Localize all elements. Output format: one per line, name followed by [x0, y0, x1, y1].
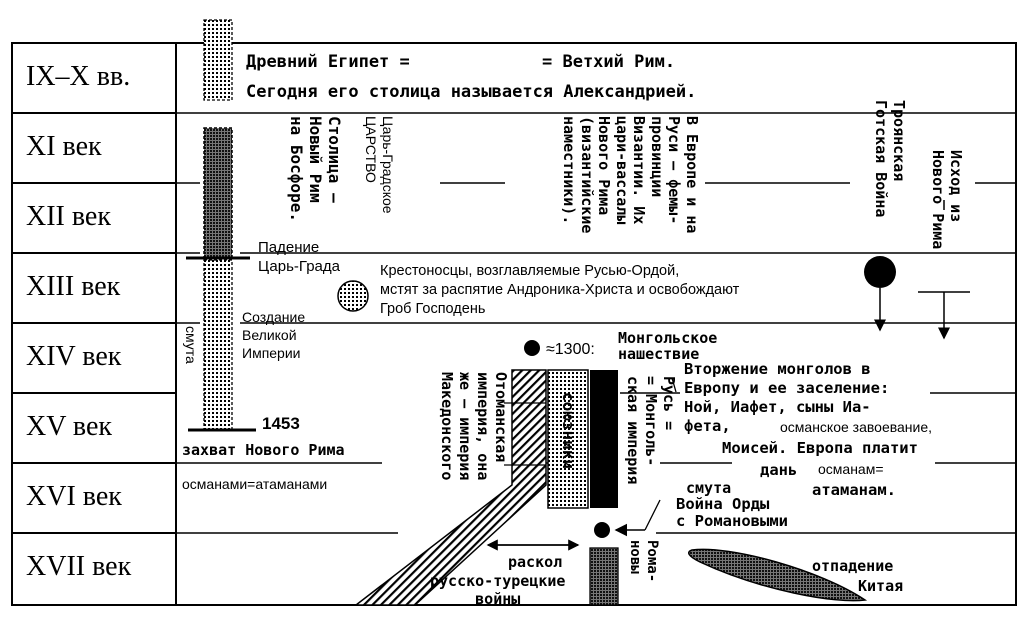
century-14: XIV век [26, 341, 122, 372]
schism-label: раскол [508, 553, 563, 571]
timeline-grid [11, 42, 1017, 606]
capture-label: захват Нового Рима [182, 441, 345, 459]
invasion-tribute-label: дань [760, 461, 798, 479]
ottomans-eq-label: османами=атаманами [182, 476, 328, 492]
ottoman-empire-band [353, 369, 547, 606]
invasion-label: Вторжение монголов в Европу и ее заселен… [684, 360, 890, 435]
century-12: XII век [26, 201, 111, 232]
century-9-10: IX–X вв. [26, 61, 131, 92]
exodus-label: Исход из Нового Рима [929, 150, 965, 250]
egypt-left-label: Древний Египет = [246, 52, 410, 72]
alexandria-label: Сегодня его столица называется Александр… [246, 82, 697, 102]
century-17: XVII век [26, 551, 132, 582]
romanovs-column [589, 547, 619, 606]
century-11: XI век [26, 131, 102, 162]
invasion-moses-label: Моисей. Европа платит [722, 439, 918, 457]
china-sep-label-b: Китая [858, 577, 904, 595]
capital-label: Столица — Новый Рим на Босфоре. [287, 116, 344, 222]
crusaders-label: Крестоносцы, возглавляемые Русью-Ордой, … [380, 263, 740, 317]
horde-war-dot [594, 522, 610, 538]
trojan-war-label: Троянская Готская Война [872, 100, 908, 218]
china-sep-label-a: отпадение [812, 557, 894, 575]
creation-label: Создание Великой Империи [242, 309, 306, 361]
china-separation-shape [688, 548, 868, 602]
mongol-date-label: ≈1300: [546, 341, 595, 358]
century-15: XV век [26, 411, 113, 442]
century-13: XIII век [26, 271, 121, 302]
invasion-atamans-label: атаманам. [812, 481, 896, 499]
mongol-dot [524, 340, 540, 356]
trojan-war-dot [864, 256, 896, 288]
russo-turkish-label: русско-турецкие войны [430, 572, 566, 608]
egypt-right-label: = Ветхий Рим. [542, 52, 676, 72]
vassals-label: В Европе и на Руси — фемы- провинции Виз… [560, 116, 702, 234]
mongol-empire-band [590, 370, 618, 508]
invasion-ottoman-label: османское завоевание, [780, 419, 933, 435]
romanovs-label: Рома- новы [627, 540, 660, 583]
horde-war-label: Война Орды с Романовыми [676, 495, 788, 530]
ottoman-empire-label: Отоманская империя, она же — империя Мак… [438, 372, 510, 481]
century-16: XVI век [26, 481, 122, 512]
great-empire-column [203, 259, 233, 431]
allies-label: союзники [559, 392, 578, 470]
smuta-label: смута [686, 479, 732, 497]
allies-band [547, 369, 589, 509]
crusader-circle [337, 280, 369, 312]
year-1453-label: 1453 [262, 414, 300, 433]
mongol-title-label: Монгольское нашествие [618, 329, 718, 363]
tsargrad-kingdom-label: Царь-Градское ЦАРСТВО [363, 116, 396, 214]
smuta-vertical-label: смута [183, 326, 199, 364]
russ-mongol-label: Русь = = Монголь- ская империя [624, 376, 678, 485]
fall-label: Падение Царь-Града [258, 239, 340, 275]
new-rome-column [203, 127, 233, 259]
ancient-rome-column [203, 19, 233, 101]
invasion-ottomans-label: османам= [818, 461, 884, 477]
